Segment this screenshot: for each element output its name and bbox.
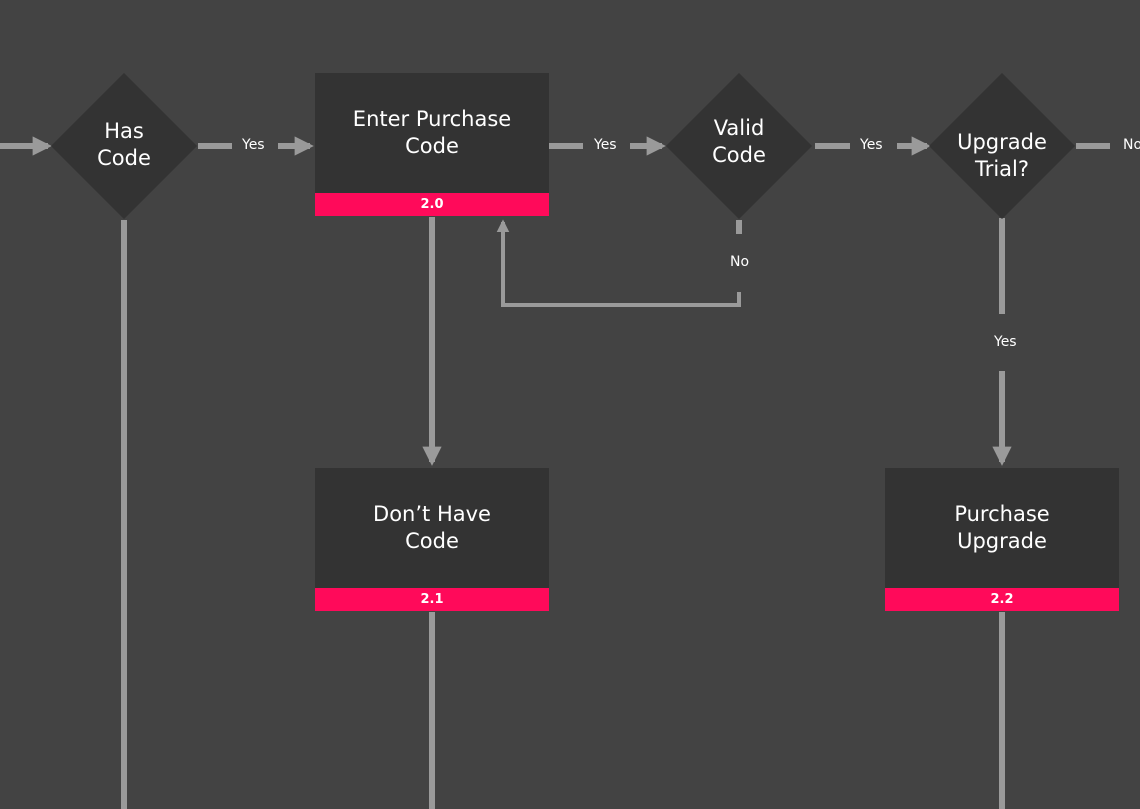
edge-label-enter-valid-yes: Yes <box>590 137 621 153</box>
edge-label-upgrade-no: No <box>1119 137 1140 153</box>
edge-label-upgrade-yes: Yes <box>990 334 1021 350</box>
edge-label-valid-no: No <box>726 254 754 270</box>
dont-have-code-title: Don’t Have Code <box>373 502 491 553</box>
connector-valid-no-loop <box>496 219 741 307</box>
purchase-upgrade-tag: 2.2 <box>885 588 1119 611</box>
enter-purchase-code-tag: 2.0 <box>315 193 549 216</box>
edge-label-has-code-yes: Yes <box>238 137 269 153</box>
decision-upgrade-trial <box>929 73 1075 219</box>
purchase-upgrade-title: Purchase Upgrade <box>954 502 1050 553</box>
upgrade-trial-label: Upgrade Trial? <box>957 130 1047 181</box>
process-enter-purchase-code[interactable]: Enter Purchase Code 2.0 <box>315 73 549 216</box>
valid-code-label: Valid Code <box>712 116 766 167</box>
decision-valid-code <box>666 73 812 219</box>
dont-have-code-tag: 2.1 <box>315 588 549 611</box>
edge-label-valid-upgrade-yes: Yes <box>856 137 887 153</box>
has-code-label: Has Code <box>97 119 151 170</box>
enter-purchase-code-title: Enter Purchase Code <box>352 107 512 158</box>
decision-has-code <box>51 73 197 219</box>
process-purchase-upgrade[interactable]: Purchase Upgrade 2.2 <box>885 468 1119 611</box>
process-dont-have-code[interactable]: Don’t Have Code 2.1 <box>315 468 549 611</box>
